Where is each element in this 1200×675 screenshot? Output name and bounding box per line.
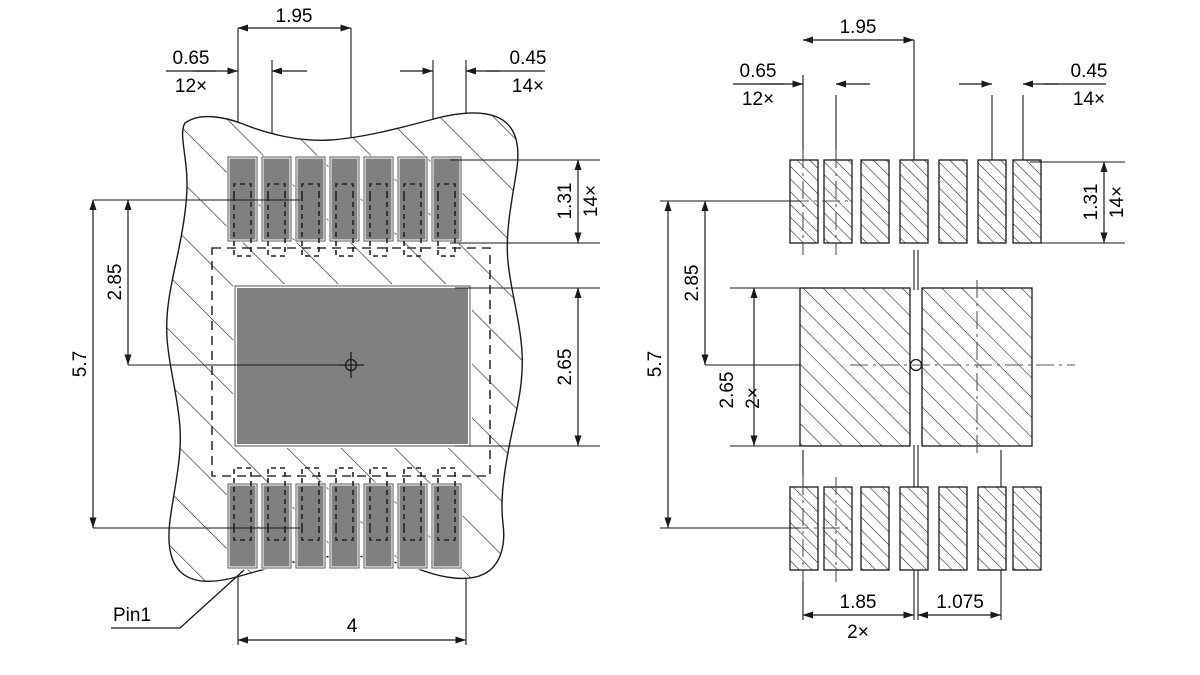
dim-left-2_85: 2.85 [105, 199, 132, 365]
pad [260, 482, 293, 570]
pad [226, 155, 259, 243]
dim-value-r-1_075: 1.075 [936, 592, 984, 613]
pad [328, 482, 361, 570]
package-body-dashed-outline [211, 247, 491, 477]
exposed-thermal-pad [233, 284, 472, 448]
dim-left-0_45: 0.45 14× [400, 48, 546, 97]
dim-qty-r-14x: 14× [1073, 89, 1105, 110]
dim-value-r-2_85: 2.85 [682, 265, 703, 302]
dim-qty-14x-b: 14× [581, 185, 602, 217]
lead-outlines-bottom [233, 467, 456, 541]
dim-right-5_7: 5.7 [645, 200, 672, 528]
dim-qty-14x: 14× [512, 76, 544, 97]
pad [396, 155, 429, 243]
dim-value-1_95: 1.95 [276, 6, 313, 27]
dim-value-r-1_31: 1.31 [1081, 184, 1102, 221]
pad [430, 155, 463, 243]
dim-value-5_7: 5.7 [70, 351, 91, 377]
stencil-pad [1012, 159, 1042, 244]
pin1-leader: Pin1 [111, 569, 245, 629]
right-center-mark [909, 358, 923, 372]
lead-outlines-top [233, 183, 456, 257]
dim-value-r-0_65: 0.65 [740, 61, 777, 82]
stencil-pad [977, 486, 1007, 571]
pad [396, 482, 429, 570]
pad [260, 155, 293, 243]
dim-value-r-5_7: 5.7 [645, 351, 666, 377]
center-mark [338, 352, 364, 378]
pin1-label: Pin1 [113, 605, 151, 626]
dim-right-2_65: 2.65 2× [717, 287, 764, 446]
dim-right-2_85: 2.85 [682, 200, 709, 365]
dim-qty-r-2x-b: 2× [847, 622, 869, 643]
dim-value-2_65: 2.65 [555, 349, 576, 386]
dim-value-4: 4 [347, 616, 358, 637]
dim-left-1_31: 1.31 14× [555, 159, 602, 243]
dim-right-1_075: 1.075 [917, 592, 1001, 619]
dim-right-1_95: 1.95 [802, 17, 914, 44]
stencil-pad [860, 486, 890, 571]
stencil-pad [899, 159, 929, 244]
dim-qty-r-2x: 2× [743, 387, 764, 409]
dim-value-r-0_45: 0.45 [1071, 61, 1108, 82]
dim-left-0_65: 0.65 12× [166, 48, 307, 97]
dim-left-1_95: 1.95 [237, 6, 351, 32]
stencil-pad [977, 159, 1007, 244]
dim-value-0_65: 0.65 [173, 48, 210, 69]
stencil-pad [938, 486, 968, 571]
top-pad-row [226, 155, 463, 257]
pad [362, 482, 395, 570]
dim-value-0_45: 0.45 [510, 48, 547, 69]
dim-value-2_85: 2.85 [105, 264, 126, 301]
dim-right-1_31: 1.31 14× [1081, 161, 1128, 243]
dim-value-r-2_65: 2.65 [717, 372, 738, 409]
dim-left-2_65: 2.65 [555, 287, 582, 446]
stencil-pad [899, 486, 929, 571]
right-view: 1.95 0.65 12× 0.45 14× [645, 17, 1128, 643]
thermal-pad-left [799, 287, 911, 447]
dim-left-4: 4 [237, 616, 466, 644]
pad [226, 482, 259, 570]
dim-value-r-1_95: 1.95 [840, 17, 877, 38]
dim-value-r-1_85: 1.85 [840, 592, 877, 613]
dim-right-0_65: 0.65 12× [733, 61, 870, 110]
dim-qty-r-14x-b: 14× [1107, 186, 1128, 218]
stencil-pad [1012, 486, 1042, 571]
pad [294, 155, 327, 243]
stencil-pad [938, 159, 968, 244]
dim-value-1_31: 1.31 [555, 183, 576, 220]
pad [328, 155, 361, 243]
dim-right-1_85: 1.85 2× [802, 592, 914, 643]
dim-qty-r-12x: 12× [742, 89, 774, 110]
right-right-witness-lines [1030, 161, 1125, 244]
pad [294, 482, 327, 570]
dim-right-0_45: 0.45 14× [959, 61, 1107, 110]
dim-qty-12x: 12× [175, 76, 207, 97]
stencil-pad [860, 159, 890, 244]
bottom-pad-row [226, 467, 463, 570]
left-view: 1.95 0.65 12× 0.45 14× [70, 6, 602, 645]
dim-left-5_7: 5.7 [70, 199, 97, 528]
pad [362, 155, 395, 243]
pad [430, 482, 463, 570]
